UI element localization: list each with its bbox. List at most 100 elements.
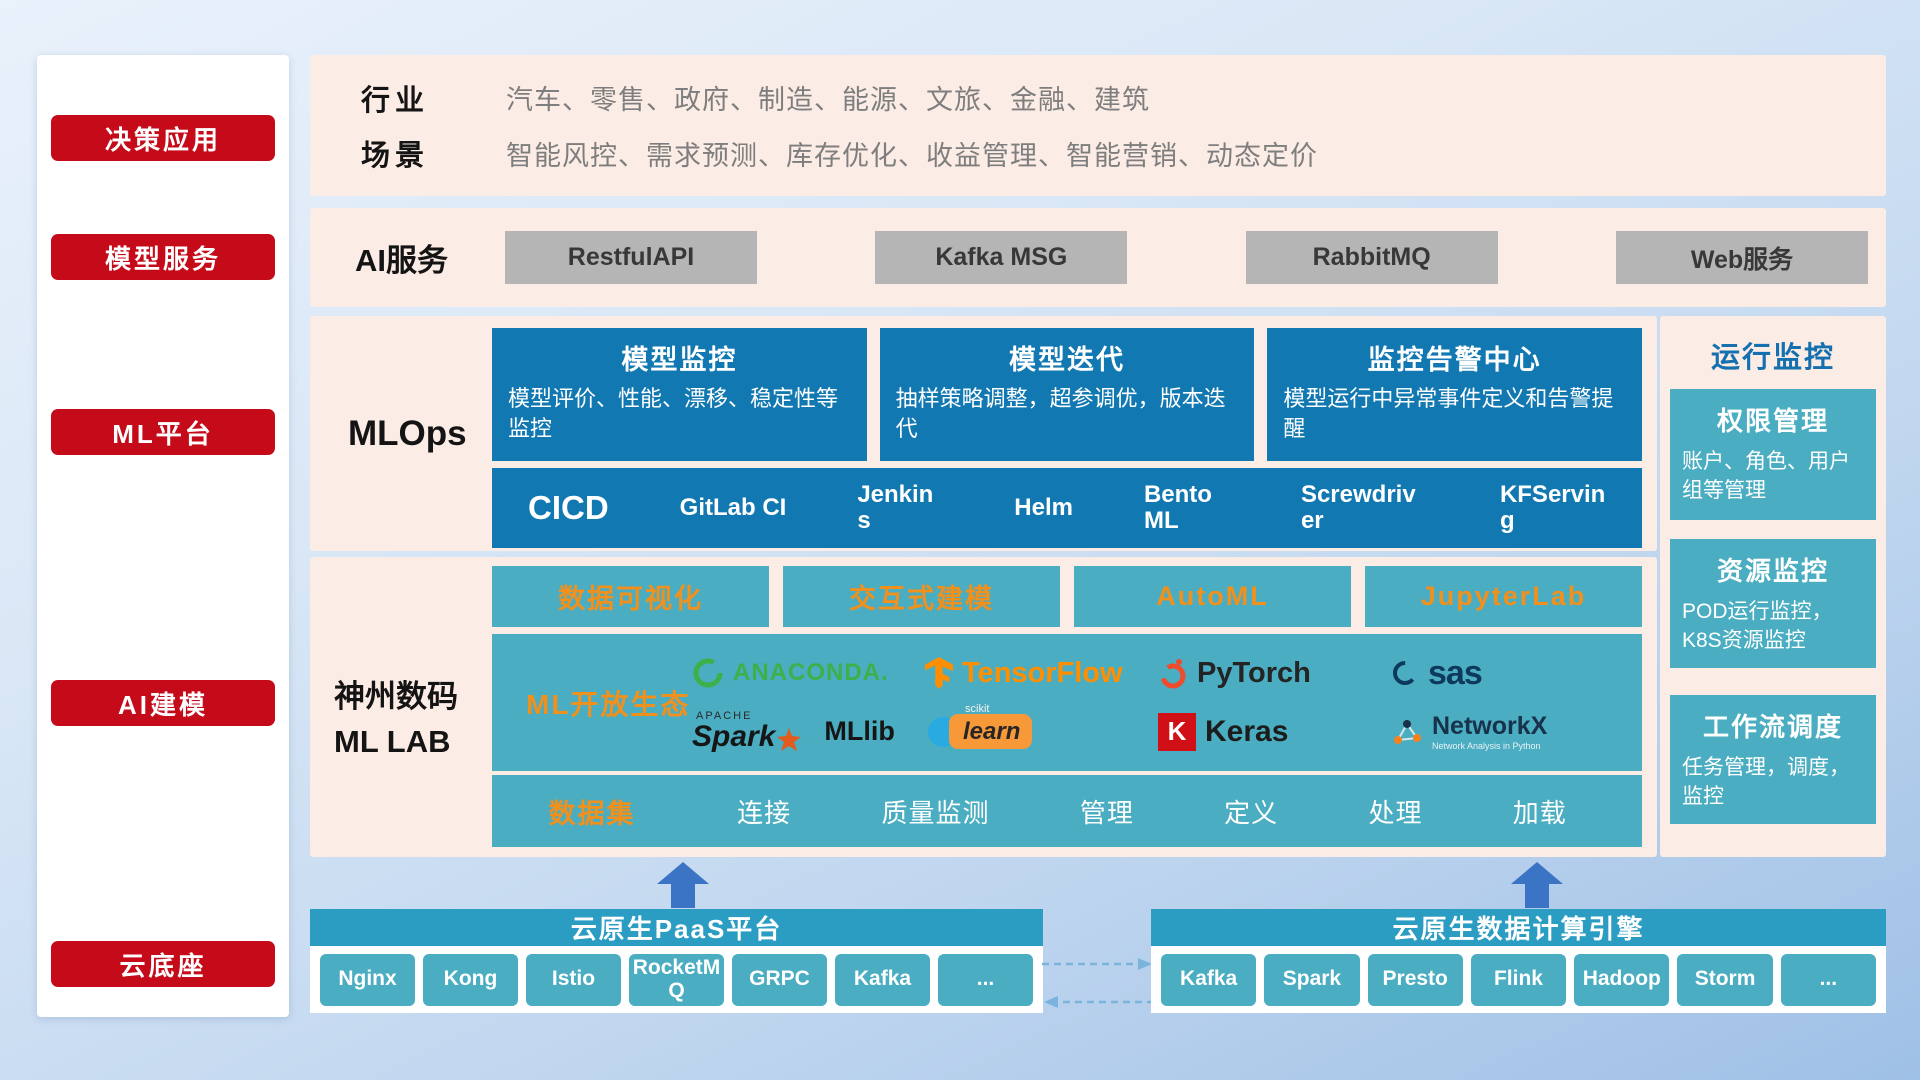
engine-storm: Storm xyxy=(1677,953,1773,1006)
card-title: 监控告警中心 xyxy=(1367,345,1542,375)
spark-mllib-logo: APACHE Spark MLlib xyxy=(692,711,925,752)
mlops-label: MLOps xyxy=(348,413,467,453)
cicd-bar: CICD GitLab CI Jenkins Helm BentoML Scre… xyxy=(492,468,1642,548)
ai-service-label: AI服务 xyxy=(355,243,448,278)
scikit-small-text: scikit xyxy=(965,703,990,716)
pytorch-logo-icon xyxy=(1160,659,1186,689)
restfulapi-box: RestfulAPI xyxy=(505,231,757,284)
pytorch-logo: PyTorch xyxy=(1158,656,1391,690)
workflow-scheduling-card: 工作流调度 任务管理，调度，监控 xyxy=(1670,695,1876,824)
dataset-connect: 连接 xyxy=(737,797,792,828)
layer-model-service: 模型服务 xyxy=(51,234,275,280)
layer-decision-apps: 决策应用 xyxy=(51,115,275,161)
dataset-title: 数据集 xyxy=(548,798,636,829)
card-desc: POD运行监控，K8S资源监控 xyxy=(1682,600,1833,653)
model-iteration-card: 模型迭代 抽样策略调整，超参调优，版本迭代 xyxy=(879,328,1255,461)
permission-mgmt-card: 权限管理 账户、角色、用户组等管理 xyxy=(1670,389,1876,520)
card-desc: 账户、角色、用户组等管理 xyxy=(1682,450,1850,503)
card-desc: 模型运行中异常事件定义和告警提醒 xyxy=(1283,386,1614,441)
dataset-quality: 质量监测 xyxy=(881,797,990,828)
data-exchange-arrows-icon xyxy=(1042,958,1154,1008)
paas-istio: Istio xyxy=(526,953,621,1006)
ml-ecosystem-logos: ANACONDA. TensorFlow PyTorch xyxy=(692,634,1642,771)
runtime-monitoring-panel: 运行监控 权限管理 账户、角色、用户组等管理 资源监控 POD运行监控，K8S资… xyxy=(1660,316,1886,857)
kafka-msg-box: Kafka MSG xyxy=(875,231,1128,284)
networkx-logo-icon xyxy=(1394,719,1421,744)
industry-row: 行业 汽车、零售、政府、制造、能源、文旅、金融、建筑 xyxy=(310,77,1886,119)
card-title: 模型迭代 xyxy=(1009,345,1125,375)
paas-grpc: GRPC xyxy=(732,953,827,1006)
industry-list: 汽车、零售、政府、制造、能源、文旅、金融、建筑 xyxy=(506,85,1150,116)
keras-logo-text: Keras xyxy=(1205,714,1289,748)
keras-logo-icon: K xyxy=(1158,712,1196,751)
dataset-items: 连接 质量监测 管理 定义 处理 加载 xyxy=(692,793,1642,830)
tensorflow-logo: TensorFlow xyxy=(925,657,1158,690)
scenario-list: 智能风控、需求预测、库存优化、收益管理、智能营销、动态定价 xyxy=(506,140,1318,171)
sas-logo-icon xyxy=(1393,661,1417,686)
web-service-box: Web服务 xyxy=(1615,231,1868,284)
card-desc: 任务管理，调度，监控 xyxy=(1682,756,1850,809)
tensorflow-logo-icon xyxy=(925,657,953,690)
mllab-tools-row: 数据可视化 交互式建模 AutoML JupyterLab xyxy=(492,566,1642,627)
cicd-gitlab-ci: GitLab CI xyxy=(679,493,787,521)
layer-ai-modeling: AI建模 xyxy=(51,680,275,726)
jupyterlab-box: JupyterLab xyxy=(1365,566,1642,627)
cicd-bentoml: BentoML xyxy=(1143,480,1212,534)
card-desc: 抽样策略调整，超参调优，版本迭代 xyxy=(895,386,1226,441)
engine-spark: Spark xyxy=(1264,953,1360,1006)
paas-header: 云原生PaaS平台 xyxy=(310,909,1043,946)
paas-items: Nginx Kong Istio RocketMQ GRPC Kafka ... xyxy=(310,946,1043,1013)
dataset-manage: 管理 xyxy=(1079,797,1134,828)
ml-ecosystem-label: ML开放生态 xyxy=(526,688,691,720)
up-arrow-right-icon xyxy=(1511,862,1563,908)
networkx-logo: NetworkX Network Analysis in Python xyxy=(1391,712,1624,751)
model-monitoring-card: 模型监控 模型评价、性能、漂移、稳定性等监控 xyxy=(492,328,867,461)
networkx-logo-text: NetworkX xyxy=(1432,712,1548,741)
up-arrow-left-icon xyxy=(657,862,709,908)
learn-logo-text: learn xyxy=(963,718,1021,746)
data-visualization-box: 数据可视化 xyxy=(492,566,769,627)
paas-kong: Kong xyxy=(423,953,518,1006)
card-title: 权限管理 xyxy=(1716,406,1829,436)
sas-logo: sas xyxy=(1391,654,1624,693)
paas-nginx: Nginx xyxy=(320,953,415,1006)
dataset-load: 加载 xyxy=(1512,797,1567,828)
paas-kafka: Kafka xyxy=(835,953,930,1006)
data-engine-header: 云原生数据计算引擎 xyxy=(1151,909,1886,946)
cicd-kfserving: KFServing xyxy=(1499,480,1606,534)
anaconda-logo-text: ANACONDA. xyxy=(733,659,889,687)
cicd-jenkins: Jenkins xyxy=(857,480,934,534)
layer-sidebar: 决策应用 模型服务 ML平台 AI建模 云底座 xyxy=(37,55,289,1017)
engine-presto: Presto xyxy=(1367,953,1463,1006)
mllab-label-line1: 神州数码 xyxy=(334,679,458,714)
paas-more: ... xyxy=(938,953,1033,1006)
runtime-monitoring-title: 运行监控 xyxy=(1710,342,1835,374)
data-engine-items: Kafka Spark Presto Flink Hadoop Storm ..… xyxy=(1151,946,1886,1013)
engine-flink: Flink xyxy=(1470,953,1567,1006)
mllab-label-line2: ML LAB xyxy=(334,723,451,759)
industry-label: 行业 xyxy=(361,84,430,117)
mllab-label: 神州数码 ML LAB xyxy=(334,675,458,765)
keras-logo: K Keras xyxy=(1158,712,1391,751)
cicd-helm: Helm xyxy=(1014,493,1073,521)
paas-group: 云原生PaaS平台 Nginx Kong Istio RocketMQ GRPC… xyxy=(310,909,1043,1013)
sas-logo-text: sas xyxy=(1428,653,1483,692)
scenario-label: 场景 xyxy=(361,140,430,173)
ml-ecosystem-box: ML开放生态 ANACONDA. TensorFlow xyxy=(492,634,1642,771)
ai-service-buttons: RestfulAPI Kafka MSG RabbitMQ Web服务 xyxy=(505,231,1868,284)
mllab-panel: 神州数码 ML LAB 数据可视化 交互式建模 AutoML JupyterLa… xyxy=(310,557,1657,857)
data-engine-group: 云原生数据计算引擎 Kafka Spark Presto Flink Hadoo… xyxy=(1151,909,1886,1013)
pytorch-logo-text: PyTorch xyxy=(1197,656,1311,689)
resource-monitoring-card: 资源监控 POD运行监控，K8S资源监控 xyxy=(1670,539,1876,668)
apache-label: APACHE xyxy=(696,710,753,723)
scenario-row: 场景 智能风控、需求预测、库存优化、收益管理、智能营销、动态定价 xyxy=(310,132,1886,174)
card-desc: 模型评价、性能、漂移、稳定性等监控 xyxy=(508,386,839,441)
engine-more: ... xyxy=(1780,953,1876,1006)
spark-logo: APACHE Spark xyxy=(692,710,802,752)
rabbitmq-box: RabbitMQ xyxy=(1245,231,1498,284)
cicd-title: CICD xyxy=(528,489,609,526)
mllib-logo-text: MLlib xyxy=(824,716,895,747)
spark-star-icon xyxy=(777,728,802,752)
layer-cloud-base: 云底座 xyxy=(51,941,275,987)
